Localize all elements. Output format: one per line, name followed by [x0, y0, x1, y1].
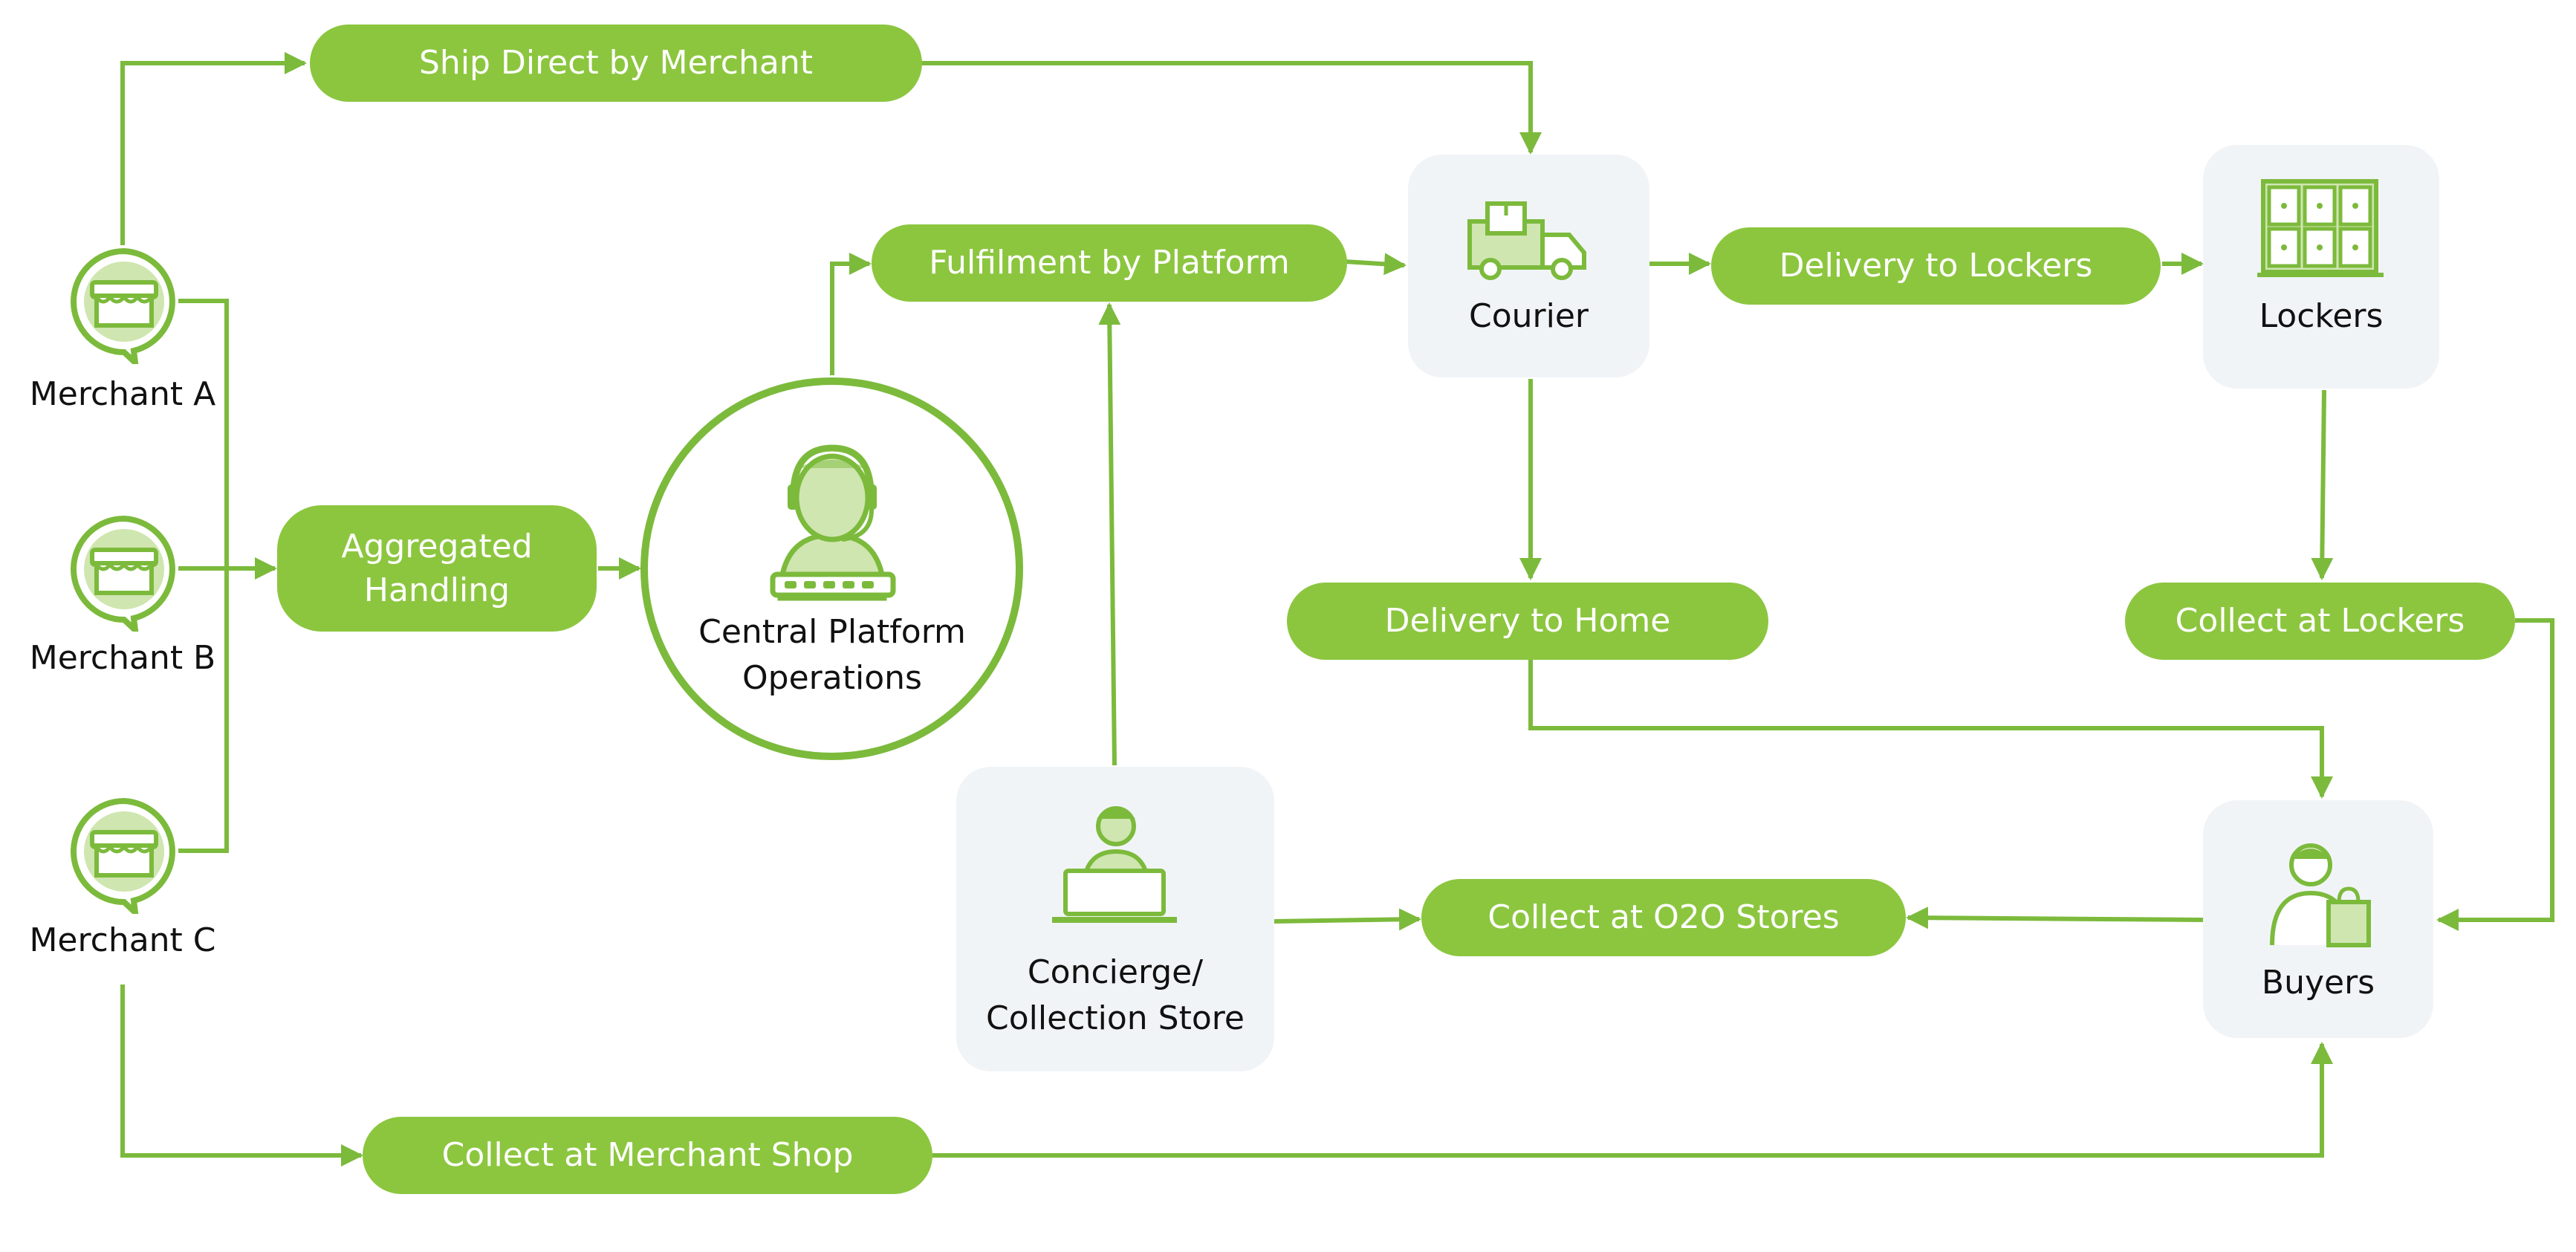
arrow-ship-direct-to-courier — [921, 61, 1542, 155]
operator-headset-icon — [770, 444, 896, 601]
storefront-icon — [71, 515, 175, 632]
arrow-concierge-to-collect-o2o — [1274, 908, 1421, 931]
central-platform-label: Central Platform Operations — [654, 609, 1010, 701]
buyer-shopping-bag-icon — [2270, 843, 2371, 947]
arrow-merchant-c-to-collect-merchant — [120, 985, 363, 1167]
arrow-fulfilment-to-courier — [1344, 253, 1407, 276]
lockers-label: Lockers — [2259, 297, 2384, 335]
concierge-desk-icon — [1052, 806, 1177, 923]
delivery-to-lockers-pill: Delivery to Lockers — [1711, 227, 2161, 305]
concierge-line1: Concierge/ — [1027, 953, 1204, 991]
arrow-delivery-home-to-buyers — [1528, 658, 2333, 799]
delivery-to-home-pill: Delivery to Home — [1287, 583, 1768, 660]
aggregated-handling-line1: Aggregated — [341, 527, 533, 565]
delivery-truck-icon — [1467, 201, 1586, 280]
buyers-label: Buyers — [2261, 964, 2375, 1002]
arrow-central-to-fulfilment — [830, 253, 872, 375]
collect-at-o2o-stores-pill: Collect at O2O Stores — [1421, 879, 1906, 956]
line-merchant-a-to-bus — [178, 299, 229, 853]
arrow-lockers-to-collect-lockers — [2311, 389, 2334, 580]
merchant-b-label: Merchant B — [29, 639, 216, 677]
arrow-collect-merchant-to-buyers — [932, 1042, 2333, 1158]
arrow-buyers-to-collect-o2o — [1906, 906, 2204, 930]
storefront-icon — [71, 247, 175, 364]
collect-at-merchant-shop-pill: Collect at Merchant Shop — [363, 1117, 932, 1194]
fulfilment-by-platform-pill: Fulfilment by Platform — [872, 224, 1347, 302]
aggregated-handling-pill: Aggregated Handling — [277, 505, 597, 632]
concierge-line2: Collection Store — [986, 999, 1245, 1037]
locker-grid-icon — [2257, 179, 2384, 277]
central-platform-line1: Central Platform — [698, 613, 966, 651]
merchant-a-label: Merchant A — [29, 375, 216, 413]
central-platform-line2: Operations — [742, 658, 922, 697]
storefront-icon — [71, 797, 175, 914]
merchant-c-label: Merchant C — [29, 921, 216, 959]
aggregated-handling-line2: Handling — [363, 571, 510, 609]
ship-direct-by-merchant-pill: Ship Direct by Merchant — [310, 25, 922, 102]
courier-label: Courier — [1468, 297, 1589, 335]
arrow-collect-lockers-to-buyers — [2436, 618, 2554, 931]
arrow-merchant-a-to-ship-direct — [120, 52, 307, 245]
arrow-concierge-to-fulfilment — [1098, 302, 1121, 766]
collect-at-lockers-pill: Collect at Lockers — [2125, 583, 2515, 660]
concierge-label: Concierge/ Collection Store — [956, 950, 1274, 1041]
